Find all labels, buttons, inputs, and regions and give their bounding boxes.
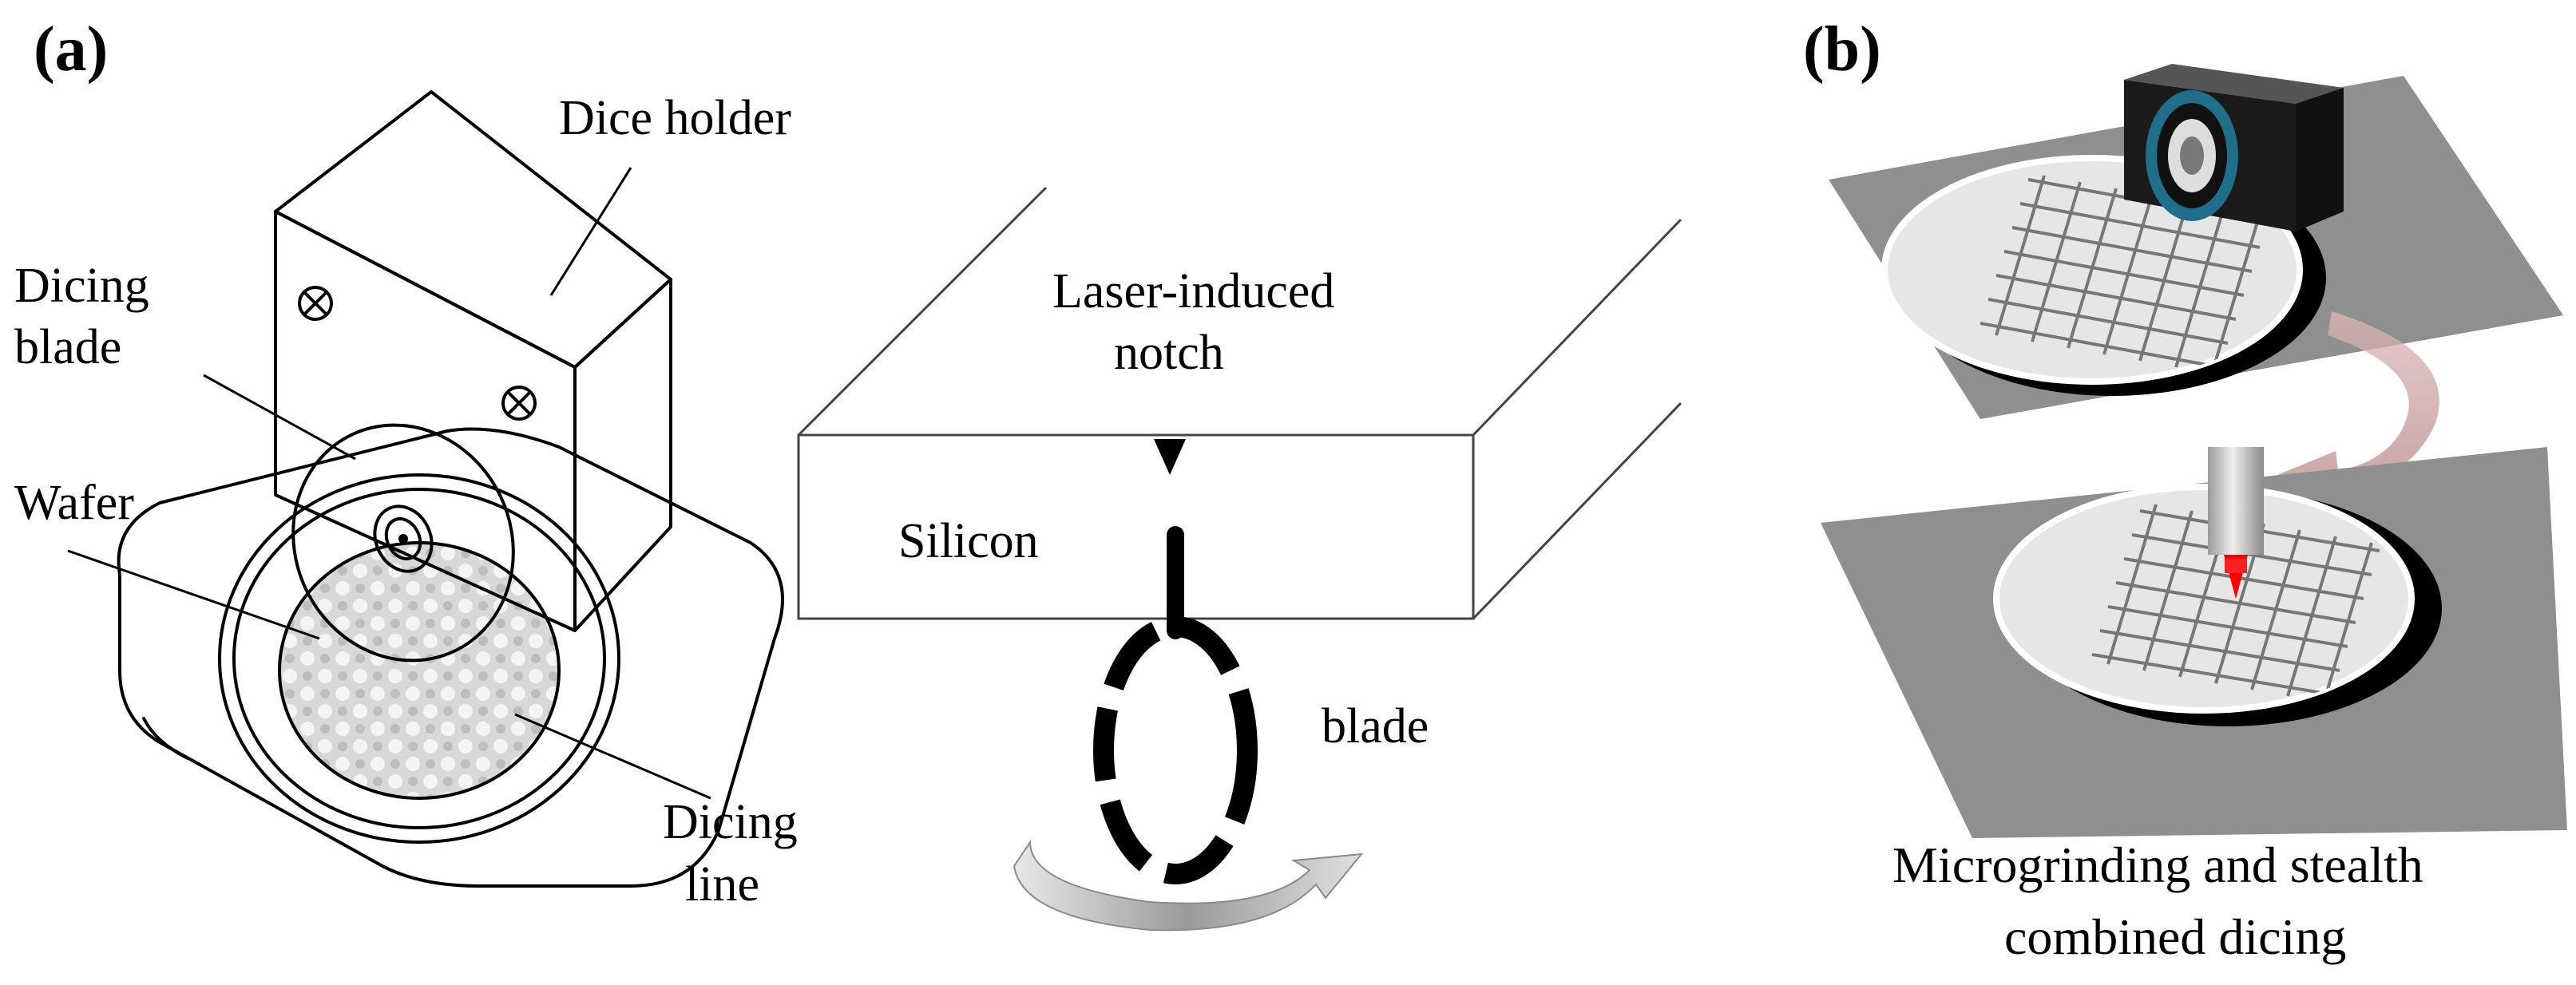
panel-b: (b) [1803,14,2567,965]
leader-wafer [67,549,320,640]
label-dicing-blade-2: blade [14,320,121,374]
wafer [278,541,561,800]
grinding-head-side [2296,88,2344,231]
label-blade: blade [1322,699,1429,754]
wafer-ring [218,473,620,844]
screw-icon [501,386,537,421]
panel-a: (a) [14,14,1682,932]
panel-a-label: (a) [34,14,108,85]
machine-base [117,427,784,888]
label-wafer: Wafer [14,476,134,530]
wafer-ring-inner [232,488,606,829]
blade-hub-outer [373,504,434,573]
laser-spot [2225,559,2247,573]
leader-dicing-line [514,713,711,800]
silicon-slab-diagram: Laser-induced notch Silicon blade [797,186,1682,932]
machine-base-edge [142,717,189,760]
label-dicing-line-1: Dicing [663,795,798,849]
dicing-blade-disk [291,423,515,663]
laser-head [2208,447,2264,555]
grinding-head-top [2124,64,2344,104]
label-dicing-blade-1: Dicing [14,259,149,313]
screw-icon [298,286,333,321]
stealth-dicing-stage [1821,447,2567,838]
notch-icon [1154,439,1186,475]
label-laser-notch-1: Laser-induced [1052,264,1334,318]
microgrinding-stage [1829,64,2563,419]
blade-ring [1093,616,1258,884]
label-dice-holder: Dice holder [559,91,791,145]
rotation-arrow-icon [1013,839,1364,932]
label-laser-notch-2: notch [1114,326,1224,380]
silicon-slab-side [1472,402,1682,620]
dice-holder-side [573,278,672,632]
label-silicon: Silicon [898,514,1039,568]
label-dicing-line-2: line [685,857,759,912]
silicon-slab-front [797,433,1475,620]
caption-line-1: Microgrinding and stealth [1892,837,2423,893]
camera-lens-center [2180,136,2204,175]
blade-hub-center [398,534,408,544]
leader-dicing-blade [203,374,356,461]
blade-hub-mid [384,516,422,561]
grinding-head [2124,64,2344,231]
panel-b-label: (b) [1803,14,1881,85]
leader-dice-holder [549,167,632,296]
caption-line-2: combined dicing [2004,908,2346,965]
dicing-machine: Dice holder Dicing blade Wafer Dicing li… [14,90,798,912]
